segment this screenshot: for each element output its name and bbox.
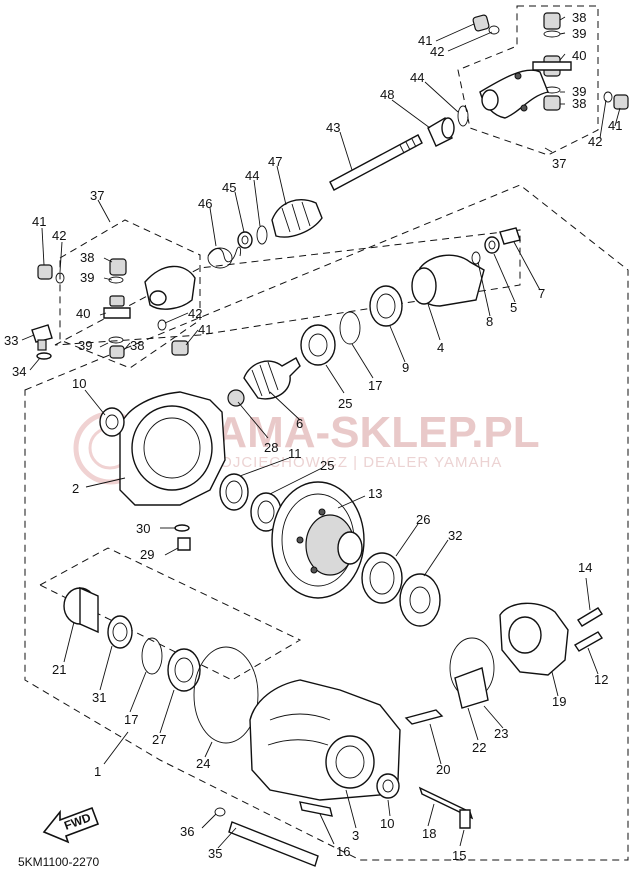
callout-28: 28 bbox=[264, 440, 278, 455]
callout-38: 38 bbox=[572, 96, 586, 111]
callout-8: 8 bbox=[486, 314, 493, 329]
callout-5: 5 bbox=[510, 300, 517, 315]
callout-17: 17 bbox=[368, 378, 382, 393]
callout-36: 36 bbox=[180, 824, 194, 839]
callout-16: 16 bbox=[336, 844, 350, 859]
callout-15: 15 bbox=[452, 848, 466, 863]
callout-2: 2 bbox=[72, 481, 79, 496]
callout-10: 10 bbox=[380, 816, 394, 831]
callout-33: 33 bbox=[4, 333, 18, 348]
callout-30: 30 bbox=[136, 521, 150, 536]
callout-29: 29 bbox=[140, 547, 154, 562]
callout-20: 20 bbox=[436, 762, 450, 777]
callout-17: 17 bbox=[124, 712, 138, 727]
callout-18: 18 bbox=[422, 826, 436, 841]
callout-41: 41 bbox=[608, 118, 622, 133]
callout-41: 41 bbox=[418, 33, 432, 48]
watermark: YAMA-SKLEP.PL WOJCIECHOWICZ | DEALER YAM… bbox=[73, 408, 540, 485]
callout-35: 35 bbox=[208, 846, 222, 861]
drive-shaft-assembly bbox=[207, 105, 469, 269]
callout-41: 41 bbox=[32, 214, 46, 229]
callout-48: 48 bbox=[380, 87, 394, 102]
right-side-cover bbox=[404, 602, 604, 725]
callout-42: 42 bbox=[430, 44, 444, 59]
callout-4: 4 bbox=[437, 340, 444, 355]
callout-34: 34 bbox=[12, 364, 26, 379]
fwd-arrow-icon: FWD bbox=[42, 806, 100, 844]
callout-37: 37 bbox=[90, 188, 104, 203]
callout-26: 26 bbox=[416, 512, 430, 527]
callout-39: 39 bbox=[572, 26, 586, 41]
callout-24: 24 bbox=[196, 756, 210, 771]
universal-joint-left bbox=[37, 258, 196, 359]
callout-38: 38 bbox=[130, 338, 144, 353]
callout-38: 38 bbox=[572, 10, 586, 25]
callout-44: 44 bbox=[245, 168, 259, 183]
callout-21: 21 bbox=[52, 662, 66, 677]
callout-43: 43 bbox=[326, 120, 340, 135]
gear-case-cover bbox=[99, 391, 226, 551]
callout-39: 39 bbox=[78, 338, 92, 353]
callout-39: 39 bbox=[572, 84, 586, 99]
callout-25: 25 bbox=[338, 396, 352, 411]
callout-numbers: 38 39 40 41 42 44 48 39 38 42 41 43 37 4… bbox=[4, 10, 622, 863]
callout-47: 47 bbox=[268, 154, 282, 169]
callout-3: 3 bbox=[352, 828, 359, 843]
callout-10: 10 bbox=[72, 376, 86, 391]
callout-14: 14 bbox=[578, 560, 592, 575]
callout-13: 13 bbox=[368, 486, 382, 501]
callout-11: 11 bbox=[288, 446, 302, 461]
callout-37: 37 bbox=[552, 156, 566, 171]
callout-41: 41 bbox=[198, 322, 212, 337]
callout-46: 46 bbox=[198, 196, 212, 211]
callout-1: 1 bbox=[94, 764, 101, 779]
callout-32: 32 bbox=[448, 528, 462, 543]
callout-40: 40 bbox=[572, 48, 586, 63]
callout-44: 44 bbox=[410, 70, 424, 85]
callout-9: 9 bbox=[402, 360, 409, 375]
main-gear-case bbox=[214, 679, 474, 867]
callout-19: 19 bbox=[552, 694, 566, 709]
diagram-code: 5KM1100-2270 bbox=[18, 855, 99, 869]
callout-42: 42 bbox=[588, 134, 602, 149]
callout-45: 45 bbox=[222, 180, 236, 195]
leader-lines bbox=[21, 16, 621, 849]
callout-7: 7 bbox=[538, 286, 545, 301]
universal-joint-right bbox=[472, 12, 629, 119]
callout-39: 39 bbox=[80, 270, 94, 285]
callout-23: 23 bbox=[494, 726, 508, 741]
callout-6: 6 bbox=[296, 416, 303, 431]
watermark-main: YAMA-SKLEP.PL bbox=[190, 408, 540, 457]
callout-40: 40 bbox=[76, 306, 90, 321]
callout-22: 22 bbox=[472, 740, 486, 755]
pinion-gear-assembly bbox=[31, 227, 521, 407]
callout-42: 42 bbox=[188, 306, 202, 321]
callout-12: 12 bbox=[594, 672, 608, 687]
callout-38: 38 bbox=[80, 250, 94, 265]
callout-31: 31 bbox=[92, 690, 106, 705]
watermark-sub: WOJCIECHOWICZ | DEALER YAMAHA bbox=[205, 454, 502, 471]
callout-42: 42 bbox=[52, 228, 66, 243]
ring-gear-assembly bbox=[219, 473, 441, 627]
callout-25: 25 bbox=[320, 458, 334, 473]
callout-27: 27 bbox=[152, 732, 166, 747]
lower-bearing-set bbox=[63, 586, 259, 744]
